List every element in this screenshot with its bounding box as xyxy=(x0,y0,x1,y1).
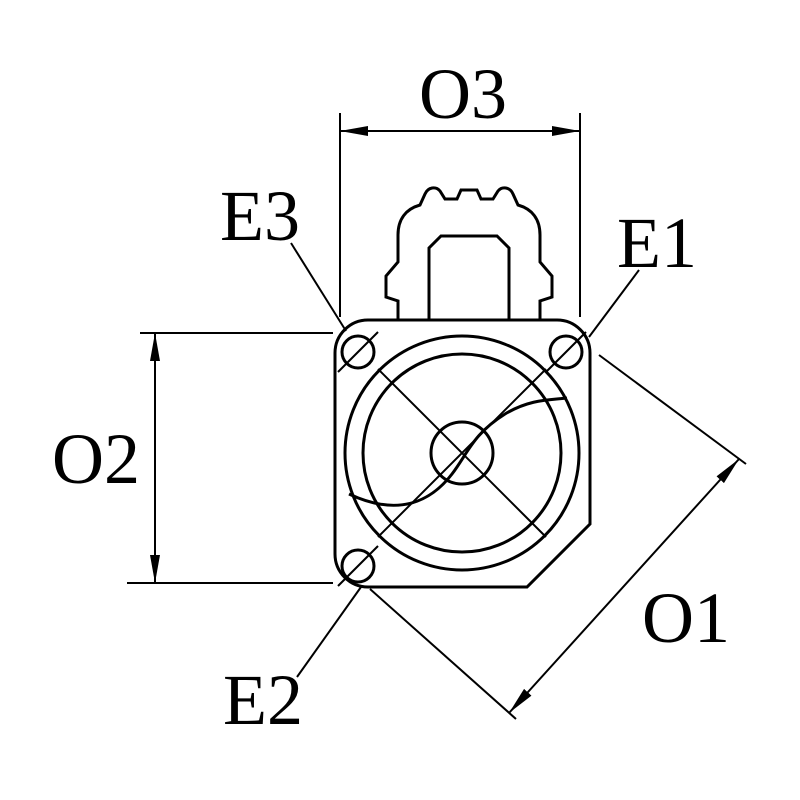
e2-leader-line xyxy=(296,586,362,678)
dim-label-o1: O1 xyxy=(642,578,730,658)
o1-dimension-line xyxy=(508,458,740,714)
dim-label-o2: O2 xyxy=(52,419,140,499)
flange-outline xyxy=(333,318,592,589)
o1-extension-line-lower xyxy=(369,588,517,720)
callout-label-e3: E3 xyxy=(220,176,300,256)
slot-bottom-left xyxy=(337,545,379,587)
shaft-bore-circle xyxy=(429,420,495,486)
solenoid-silhouette xyxy=(384,186,554,320)
dim-label-o3: O3 xyxy=(419,54,507,134)
mounting-hole-top-left xyxy=(340,334,376,370)
mounting-hole-top-right xyxy=(548,334,584,370)
pilot-circle-outer xyxy=(343,334,581,572)
e3-leader-line xyxy=(290,242,347,332)
slot-top-left xyxy=(337,331,379,373)
pilot-circle-inner xyxy=(361,352,563,554)
mounting-hole-bottom-left xyxy=(340,548,376,584)
callout-label-e1: E1 xyxy=(617,203,697,283)
lever-s-curve xyxy=(348,396,568,507)
e1-leader-line xyxy=(588,269,640,338)
o1-extension-line-upper xyxy=(598,354,747,465)
solenoid-inner-detail xyxy=(427,234,511,320)
slot-top-right xyxy=(545,331,587,373)
callout-label-e2: E2 xyxy=(223,660,303,740)
